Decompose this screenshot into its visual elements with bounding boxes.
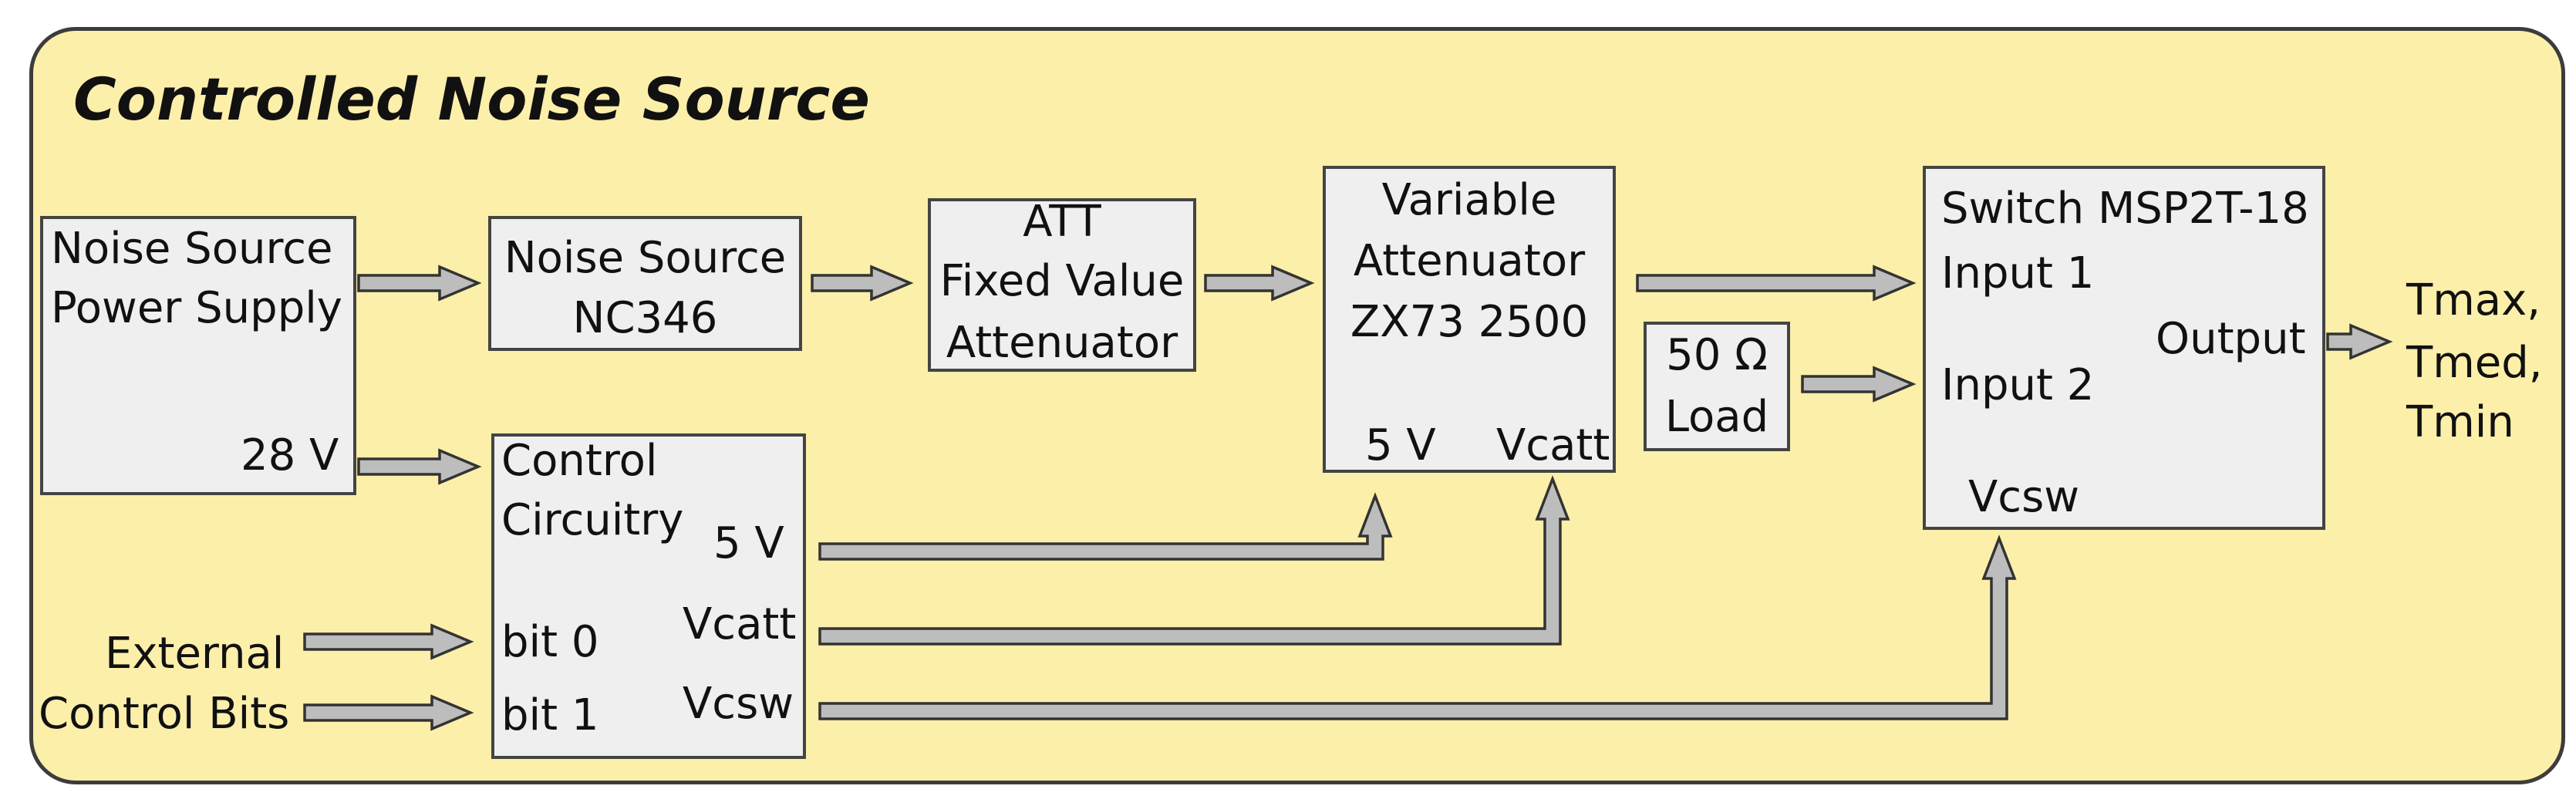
- output-tmed: Tmed,: [2406, 338, 2543, 388]
- arrow-28v-to-control: [357, 448, 482, 485]
- control-bit0-input: bit 0: [501, 617, 599, 667]
- control-5v-output: 5 V: [713, 518, 784, 568]
- control-circuitry-block: [491, 433, 806, 759]
- noise-source-block: [488, 216, 802, 351]
- variable-att-vcatt-pin: Vcatt: [1496, 420, 1610, 470]
- switch-input-2: Input 2: [1941, 360, 2095, 410]
- arrow-control-vcsw-to-switch: [818, 535, 2017, 720]
- variable-att-label-3: ZX73 2500: [1350, 297, 1589, 347]
- noise-source-label-1: Noise Source: [504, 233, 787, 283]
- fixed-att-label-2: Fixed Value: [939, 256, 1185, 306]
- fixed-att-label-3: Attenuator: [946, 318, 1178, 368]
- power-supply-block: [40, 216, 356, 495]
- control-bit1-input: bit 1: [501, 690, 599, 740]
- power-supply-28v-label: 28 V: [241, 430, 339, 481]
- control-label-1: Control: [501, 436, 658, 486]
- variable-att-label-1: Variable: [1381, 175, 1557, 225]
- arrow-noise-source-to-fixed-att: [811, 265, 914, 302]
- fixed-attenuator-block: [928, 198, 1196, 372]
- arrow-variable-att-to-switch-input1: [1636, 265, 1917, 302]
- load-block: [1644, 322, 1790, 451]
- arrow-fixed-att-to-variable-att: [1204, 265, 1315, 302]
- arrow-external-to-bit1: [303, 694, 474, 731]
- arrow-switch-output: [2326, 323, 2393, 360]
- output-tmax: Tmax,: [2406, 275, 2541, 325]
- variable-att-5v-pin: 5 V: [1365, 420, 1436, 470]
- arrow-psu-to-noise-source: [357, 265, 482, 302]
- load-label-2: Load: [1664, 392, 1769, 442]
- arrow-control-vcatt-to-variable-att: [818, 475, 1570, 646]
- switch-output: Output: [2156, 314, 2306, 364]
- power-supply-label-2: Power Supply: [51, 283, 342, 333]
- external-label-1: External: [105, 629, 285, 679]
- external-label-2: Control Bits: [39, 689, 290, 739]
- noise-source-label-2: NC346: [572, 293, 718, 343]
- switch-block: [1923, 166, 2325, 530]
- variable-attenuator-block: [1323, 166, 1616, 473]
- diagram-title: Controlled Noise Source: [73, 65, 870, 133]
- load-label-1: 50 Ω: [1666, 330, 1768, 380]
- output-tmin: Tmin: [2406, 397, 2514, 447]
- arrow-external-to-bit0: [303, 623, 474, 660]
- control-vcsw-output: Vcsw: [683, 679, 794, 729]
- switch-vcsw-pin: Vcsw: [1968, 472, 2080, 522]
- arrow-load-to-switch-input2: [1801, 366, 1917, 403]
- arrow-control-5v-to-variable-att: [818, 492, 1393, 561]
- switch-input-1: Input 1: [1941, 248, 2095, 298]
- control-vcatt-output: Vcatt: [683, 599, 797, 649]
- variable-att-label-2: Attenuator: [1353, 236, 1586, 286]
- fixed-att-label-1: ATT: [1023, 197, 1101, 247]
- switch-title: Switch MSP2T-18: [1941, 184, 2309, 234]
- control-label-2: Circuitry: [501, 495, 684, 545]
- power-supply-label-1: Noise Source: [51, 224, 333, 274]
